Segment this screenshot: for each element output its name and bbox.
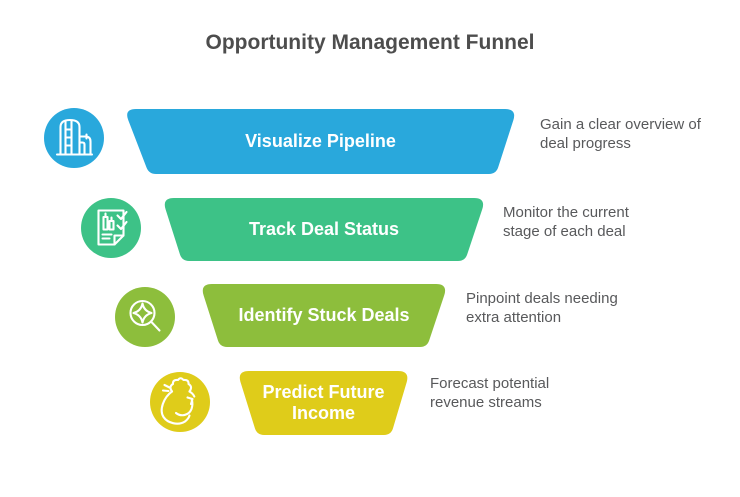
stage-description-3: Pinpoint deals needing extra attention — [466, 290, 618, 327]
stage-description-1: Gain a clear overview of deal progress — [540, 116, 701, 153]
pipeline-silo-icon — [44, 108, 104, 168]
magnifier-sparkle-icon — [115, 287, 175, 347]
icon-circle — [44, 108, 104, 168]
funnel-stage-shape-3 — [202, 284, 446, 347]
stage-description-2: Monitor the current stage of each deal — [503, 204, 629, 241]
icon-circle — [81, 198, 141, 258]
money-bag-icon — [150, 372, 210, 432]
funnel-stage-shape-1 — [127, 109, 515, 174]
icon-circle — [150, 372, 210, 432]
funnel-stage-shape-4 — [239, 371, 408, 435]
checklist-document-icon — [81, 198, 141, 258]
stage-description-4: Forecast potential revenue streams — [430, 375, 550, 412]
funnel-stage-shape-2 — [164, 198, 484, 261]
page-title: Opportunity Management Funnel — [205, 31, 535, 54]
